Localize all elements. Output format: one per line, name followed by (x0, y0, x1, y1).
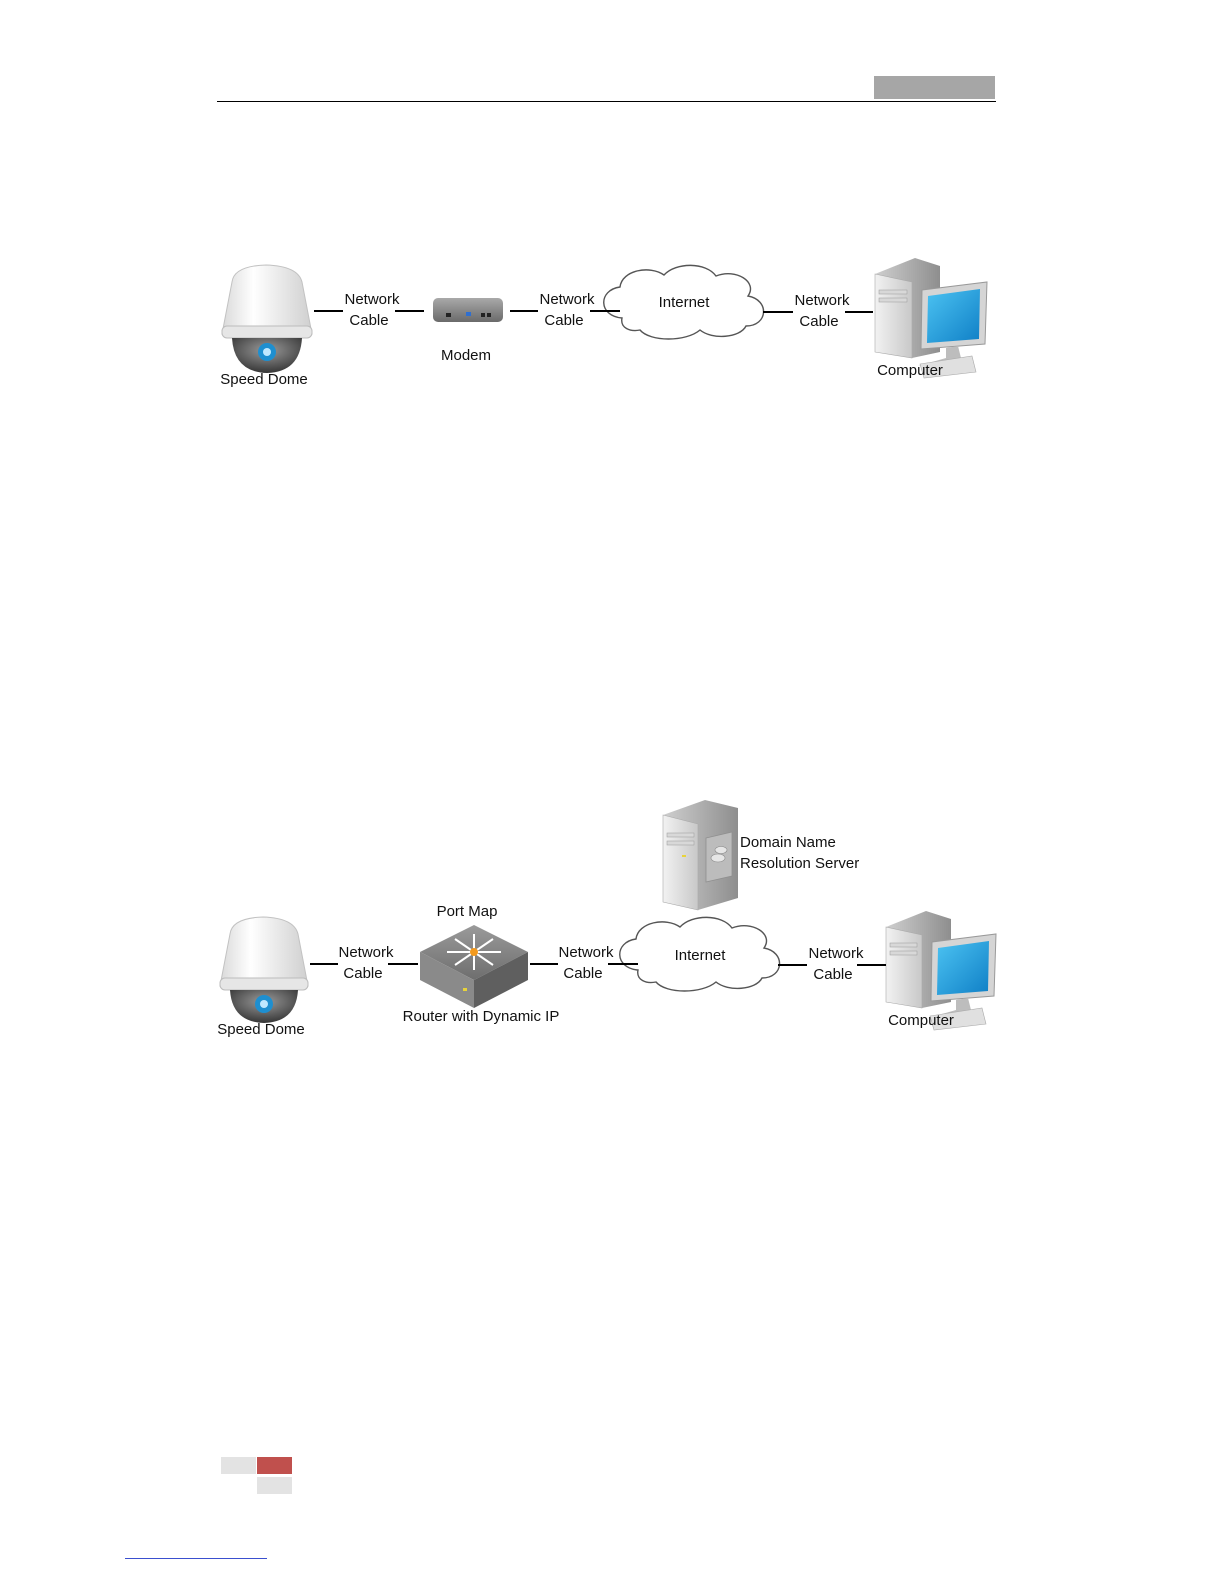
computer-label: Computer (882, 1010, 960, 1031)
cable-label-cable: Cable (552, 963, 614, 984)
dns-label-line2: Resolution Server (740, 853, 859, 874)
footer-link-underline (125, 1558, 267, 1559)
footer-gray-block (257, 1477, 292, 1494)
cable-label-network: Network (552, 942, 620, 963)
modem-label: Modem (430, 345, 502, 366)
modem-icon (433, 298, 503, 322)
port-map-label: Port Map (430, 901, 504, 922)
computer-label: Computer (870, 360, 950, 381)
cable-label-network: Network (332, 942, 400, 963)
speed-dome-label: Speed Dome (216, 369, 312, 390)
cable-label-cable: Cable (788, 311, 850, 332)
speed-dome-icon (222, 265, 312, 373)
speed-dome-label: Speed Dome (214, 1019, 308, 1040)
cable-label-network: Network (338, 289, 406, 310)
cable-label-network: Network (533, 289, 601, 310)
router-label: Router with Dynamic IP (402, 1006, 560, 1027)
cable-label-cable: Cable (332, 963, 394, 984)
dns-label-line1: Domain Name (740, 832, 836, 853)
footer-gray-block (221, 1457, 256, 1474)
footer-accent-block (257, 1457, 292, 1474)
cable-label-cable: Cable (338, 310, 400, 331)
cable-label-network: Network (802, 943, 870, 964)
cable-label-cable: Cable (533, 310, 595, 331)
internet-label: Internet (648, 292, 720, 313)
cable-label-cable: Cable (802, 964, 864, 985)
router-icon (420, 925, 528, 1008)
dns-server-icon (663, 800, 738, 910)
internet-label: Internet (664, 945, 736, 966)
cable-label-network: Network (788, 290, 856, 311)
speed-dome-icon (220, 917, 308, 1023)
